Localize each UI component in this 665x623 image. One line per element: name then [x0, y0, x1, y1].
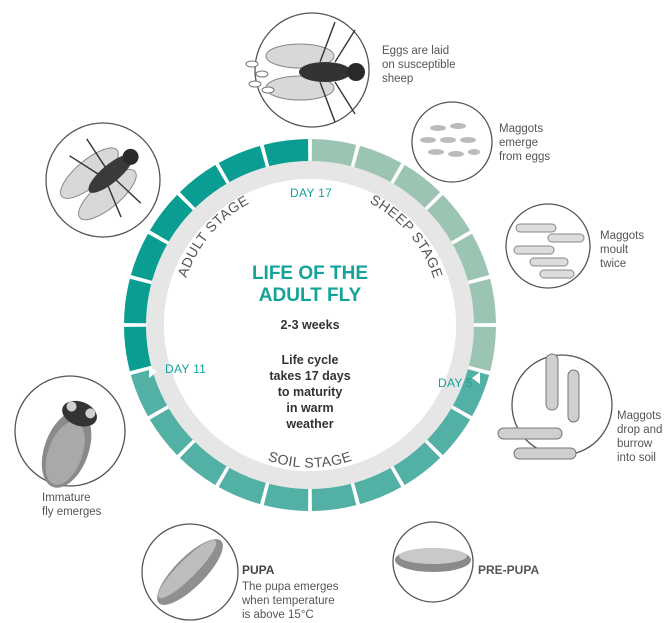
prepupa-caption: PRE-PUPA — [478, 563, 539, 577]
pupa-title: PUPA — [242, 563, 274, 577]
duration-text: 2-3 weeks — [230, 318, 390, 332]
prepupa-icon — [393, 522, 473, 602]
maggots-drop-caption: Maggots drop and burrow into soil — [617, 409, 662, 465]
center-title-line1: LIFE OF THE — [230, 263, 390, 285]
day5-label: DAY 5 — [438, 376, 473, 390]
maggots-emerge-caption: Maggots emerge from eggs — [499, 122, 550, 164]
maggots-icon — [506, 204, 590, 288]
pupa-icon — [142, 524, 238, 620]
center-title: LIFE OF THE ADULT FLY — [230, 263, 390, 307]
day17-label: DAY 17 — [290, 186, 332, 200]
eggs-icon — [412, 102, 492, 182]
center-title-line2: ADULT FLY — [230, 285, 390, 307]
adult-fly-icon — [44, 120, 164, 240]
emerging-fly-icon — [15, 376, 125, 495]
burrowing-maggots-icon — [498, 354, 612, 459]
maggots-moult-caption: Maggots moult twice — [600, 229, 644, 271]
eggs-fly-icon — [246, 13, 369, 127]
eggs-caption: Eggs are laid on susceptible sheep — [382, 44, 456, 86]
pupa-description: The pupa emerges when temperature is abo… — [242, 580, 339, 622]
day11-label: DAY 11 — [165, 362, 206, 376]
life-cycle-description: Life cycle takes 17 days to maturity in … — [240, 352, 380, 432]
immature-fly-caption: Immature fly emerges — [42, 491, 101, 519]
